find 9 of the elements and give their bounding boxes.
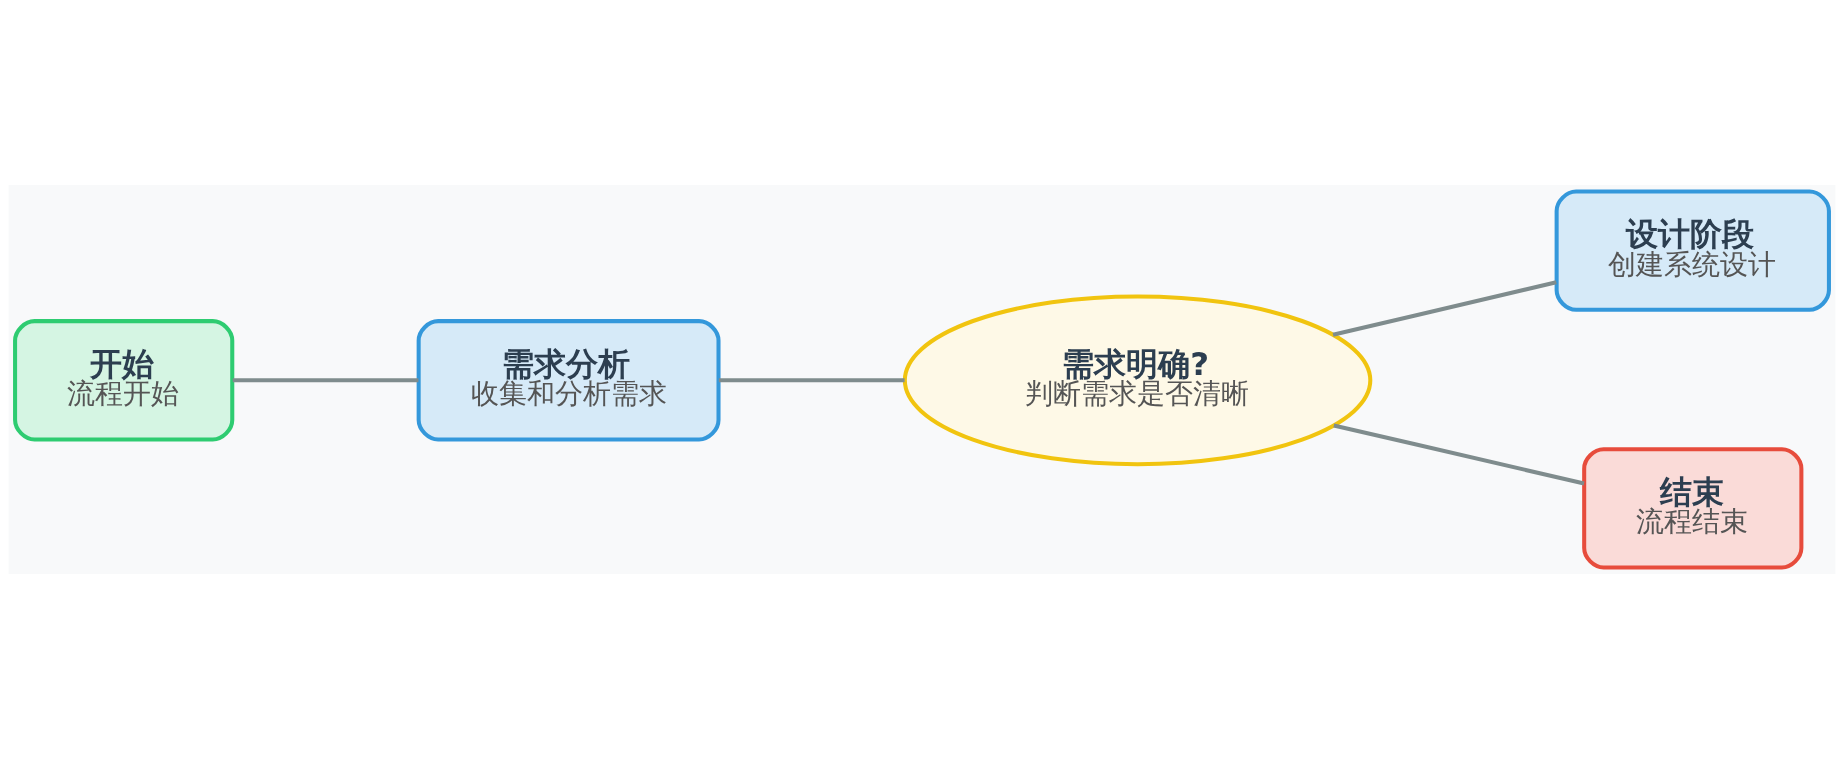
node-box: 设计阶段 创建系统设计 [1554, 188, 1831, 312]
node-ellipse: 需求明确? 判断需求是否清晰 [902, 293, 1373, 466]
connector [232, 377, 419, 382]
node-box: 结束 流程结束 [1582, 446, 1804, 570]
node-box: 开始 流程开始 [13, 318, 235, 441]
connector [718, 377, 905, 382]
connector [1333, 422, 1585, 485]
node-box: 需求分析 收集和分析需求 [416, 318, 721, 441]
connector [1332, 279, 1557, 337]
